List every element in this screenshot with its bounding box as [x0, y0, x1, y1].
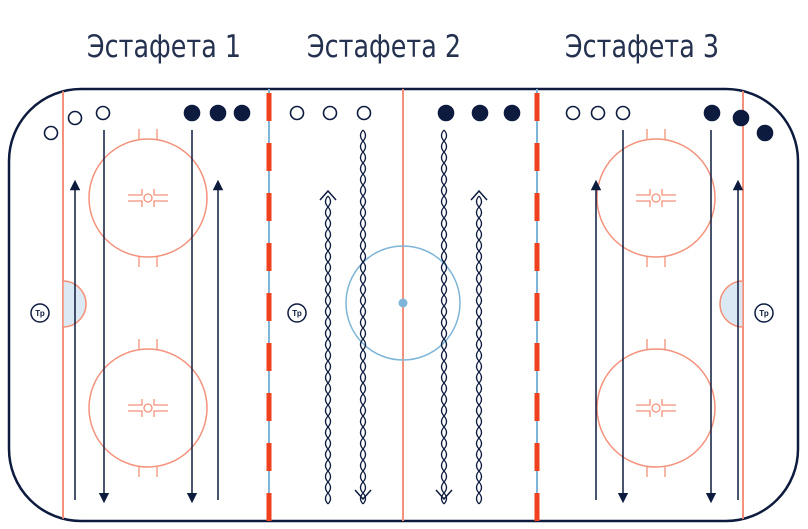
puck-trail-2	[354, 129, 372, 505]
faceoff-marker	[636, 410, 651, 417]
faceoff-marker	[153, 410, 168, 417]
faceoff-marker	[153, 200, 168, 207]
player-outline-icon	[289, 105, 305, 121]
puck-trails	[319, 129, 488, 505]
faceoff-marker	[153, 189, 168, 196]
chevron-down-icon	[354, 489, 372, 501]
relay-1-title: Эстафета 1	[86, 29, 242, 65]
player-filled-icon	[233, 104, 251, 122]
relay-3-title: Эстафета 3	[564, 29, 720, 65]
puck-trail-icon	[475, 195, 483, 505]
faceoff-circle	[88, 339, 208, 477]
relay-2-title: Эстафета 2	[306, 29, 462, 65]
faceoff-marker	[153, 399, 168, 406]
player-filled-icon	[437, 104, 455, 122]
puck-trail-1	[319, 189, 337, 505]
faceoff-marker	[661, 189, 676, 196]
puck-trail-3	[435, 129, 453, 505]
faceoff-circle	[596, 129, 716, 267]
player-outline-icon	[615, 105, 631, 121]
faceoff-circle	[88, 129, 208, 267]
puck-trail-4	[470, 189, 488, 505]
faceoff-marker	[636, 189, 651, 196]
faceoff-circles	[88, 129, 716, 477]
faceoff-dot-icon	[651, 403, 661, 413]
faceoff-circle-ring	[596, 348, 716, 468]
coach-icon	[30, 303, 50, 323]
faceoff-dot-icon	[651, 193, 661, 203]
puck-trail-icon	[440, 129, 448, 505]
coach-left: Тр	[30, 303, 50, 323]
puck-trail-icon	[359, 129, 367, 505]
coach-right: Тр	[754, 303, 774, 323]
coach-left-label: Тр	[35, 309, 45, 318]
faceoff-marker	[661, 410, 676, 417]
player-outline-icon	[95, 105, 111, 121]
player-filled-icon	[183, 104, 201, 122]
player-filled-icon	[209, 104, 227, 122]
faceoff-circle	[596, 339, 716, 477]
player-filled-icon	[756, 124, 774, 142]
chevron-up-icon	[319, 189, 337, 201]
player-outline-icon	[356, 105, 372, 121]
player-filled-icon	[732, 109, 750, 127]
coach-right-label: Тр	[759, 309, 769, 318]
faceoff-marker	[128, 189, 143, 196]
player-filled-icon	[471, 104, 489, 122]
faceoff-circle-ring	[88, 348, 208, 468]
faceoff-marker	[128, 399, 143, 406]
players	[43, 104, 774, 142]
player-filled-icon	[503, 104, 521, 122]
relay-arrows	[69, 130, 744, 504]
faceoff-marker	[636, 200, 651, 207]
puck-trail-icon	[324, 195, 332, 505]
chevron-down-icon	[435, 489, 453, 501]
center-faceoff-dot	[398, 298, 408, 308]
faceoff-marker	[128, 410, 143, 417]
faceoff-dot-icon	[143, 193, 153, 203]
center-circle	[345, 245, 461, 361]
player-filled-icon	[703, 104, 721, 122]
player-outline-icon	[590, 105, 606, 121]
faceoff-marker	[661, 200, 676, 207]
coach-icon	[287, 303, 307, 323]
faceoff-circle-ring	[596, 138, 716, 258]
coach-center: Тр	[287, 303, 307, 323]
player-outline-icon	[322, 105, 338, 121]
player-outline-icon	[565, 105, 581, 121]
player-outline-icon	[43, 125, 59, 141]
coach-icon	[754, 303, 774, 323]
coach-center-label: Тр	[292, 309, 302, 318]
faceoff-dot-icon	[143, 403, 153, 413]
faceoff-circle-ring	[88, 138, 208, 258]
chevron-up-icon	[470, 189, 488, 201]
player-outline-icon	[67, 110, 83, 126]
faceoff-marker	[636, 399, 651, 406]
faceoff-marker	[661, 399, 676, 406]
faceoff-marker	[128, 200, 143, 207]
